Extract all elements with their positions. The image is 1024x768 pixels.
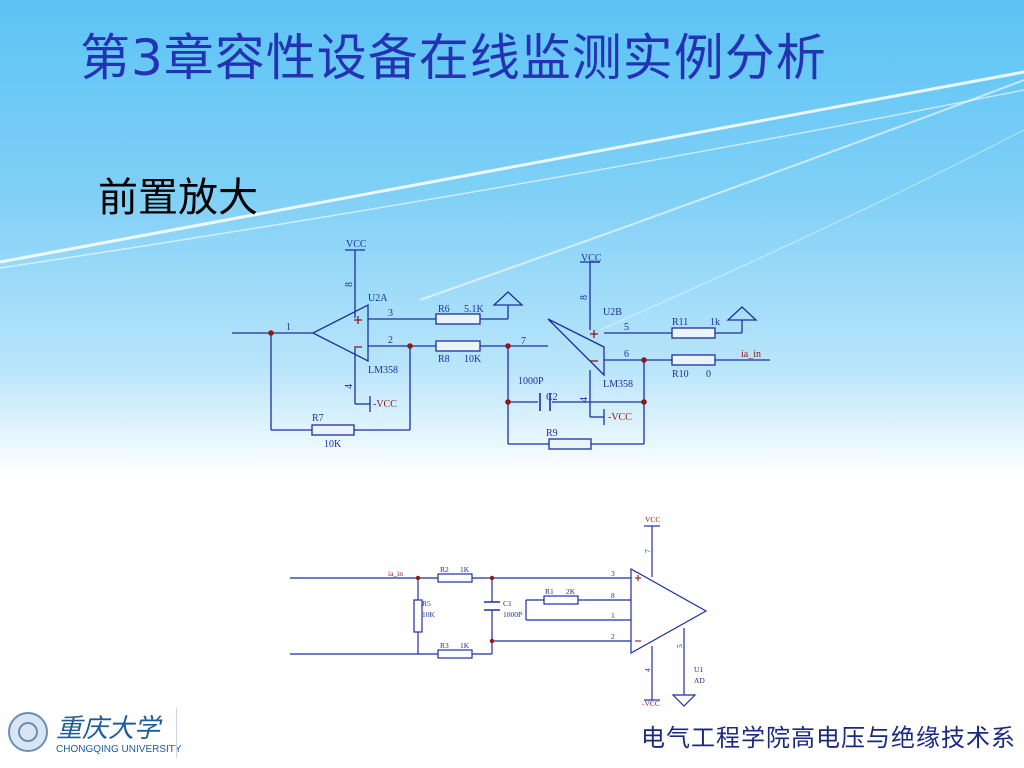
pin-label: 6 — [624, 349, 629, 360]
opamp-part: LM358 — [603, 379, 633, 390]
vcc-label: VCC — [645, 515, 660, 524]
resistor-ref: R3 — [440, 641, 449, 650]
pin-label: 1 — [611, 611, 615, 620]
department-footer: 电气工程学院高电压与绝缘技术系 — [641, 724, 1016, 752]
circuit1-junctions — [268, 330, 647, 405]
resistor-ref: R2 — [440, 565, 449, 574]
pin-label: 4 — [643, 668, 652, 672]
circuit1-cap — [539, 393, 551, 411]
emblem-icon — [8, 712, 48, 752]
cap-value: 1000P — [503, 610, 522, 619]
neg-vcc-label: -VCC — [642, 699, 660, 708]
pin-label: 4 — [579, 397, 590, 402]
resistor-value: 10K — [422, 610, 436, 619]
pin-label: 4 — [344, 384, 355, 389]
pin-label: 2 — [611, 632, 615, 641]
resistor-value: 1K — [460, 565, 470, 574]
pin-label: 2 — [388, 335, 393, 346]
cap-ref: C1 — [503, 599, 512, 608]
resistor-value: 2K — [566, 587, 576, 596]
resistor-value: 1K — [460, 641, 470, 650]
pin-label: 8 — [344, 282, 355, 287]
logo-divider — [176, 708, 177, 758]
vcc-label: VCC — [346, 239, 367, 250]
resistor-ref: R8 — [438, 354, 450, 365]
pin-label: 3 — [388, 308, 393, 319]
neg-vcc-label: -VCC — [373, 399, 397, 410]
section-subtitle: 前置放大 — [98, 175, 258, 221]
pin-label: 3 — [611, 569, 615, 578]
circuit2-signs — [635, 575, 641, 642]
opamp-part: AD — [694, 676, 705, 685]
logo-name-cn: 重庆大学 — [56, 714, 161, 744]
pin-label: 5 — [675, 644, 684, 648]
net-label: ia_in — [388, 569, 403, 578]
circuit1-parts — [311, 313, 716, 450]
circuit2-cap — [484, 601, 500, 611]
resistor-ref: R5 — [422, 599, 431, 608]
cap-value: 1000P — [518, 376, 544, 387]
resistor-ref: R6 — [438, 304, 450, 315]
university-logo: 重庆大学 CHONGQING UNIVERSITY — [8, 708, 182, 760]
pin-label: 8 — [611, 591, 615, 600]
logo-name-en: CHONGQING UNIVERSITY — [56, 744, 182, 755]
opamp-ref: U2B — [603, 307, 622, 318]
pin-label: 8 — [579, 295, 590, 300]
opamp-part: LM358 — [368, 365, 398, 376]
pin-label: 7 — [521, 336, 526, 347]
resistor-ref: R9 — [546, 428, 558, 439]
pin-label: 1 — [286, 322, 291, 333]
cap-ref: C2 — [546, 392, 558, 403]
net-label: ia_in — [741, 349, 761, 360]
pin-label: 5 — [624, 322, 629, 333]
resistor-value: 1k — [710, 317, 720, 328]
circuit1-signs — [354, 316, 598, 362]
slide-title: 第3章容性设备在线监测实例分析 — [80, 29, 827, 87]
resistor-value: 0 — [706, 369, 711, 380]
resistor-value: 10K — [324, 439, 342, 450]
circuit2-parts — [413, 573, 579, 659]
resistor-ref: R7 — [312, 413, 324, 424]
resistor-ref: R1 — [545, 587, 554, 596]
opamp-ref: U1 — [694, 665, 703, 674]
resistor-value: 5.1K — [464, 304, 485, 315]
vcc-label: VCC — [581, 253, 602, 264]
resistor-value: 10K — [464, 354, 482, 365]
pin-label: 7 — [643, 549, 652, 553]
circuit2-wires — [290, 525, 708, 707]
circuit2-junctions — [415, 575, 495, 644]
opamp-ref: U2A — [368, 293, 388, 304]
neg-vcc-label: -VCC — [608, 412, 632, 423]
resistor-ref: R11 — [672, 317, 688, 328]
resistor-ref: R10 — [672, 369, 689, 380]
